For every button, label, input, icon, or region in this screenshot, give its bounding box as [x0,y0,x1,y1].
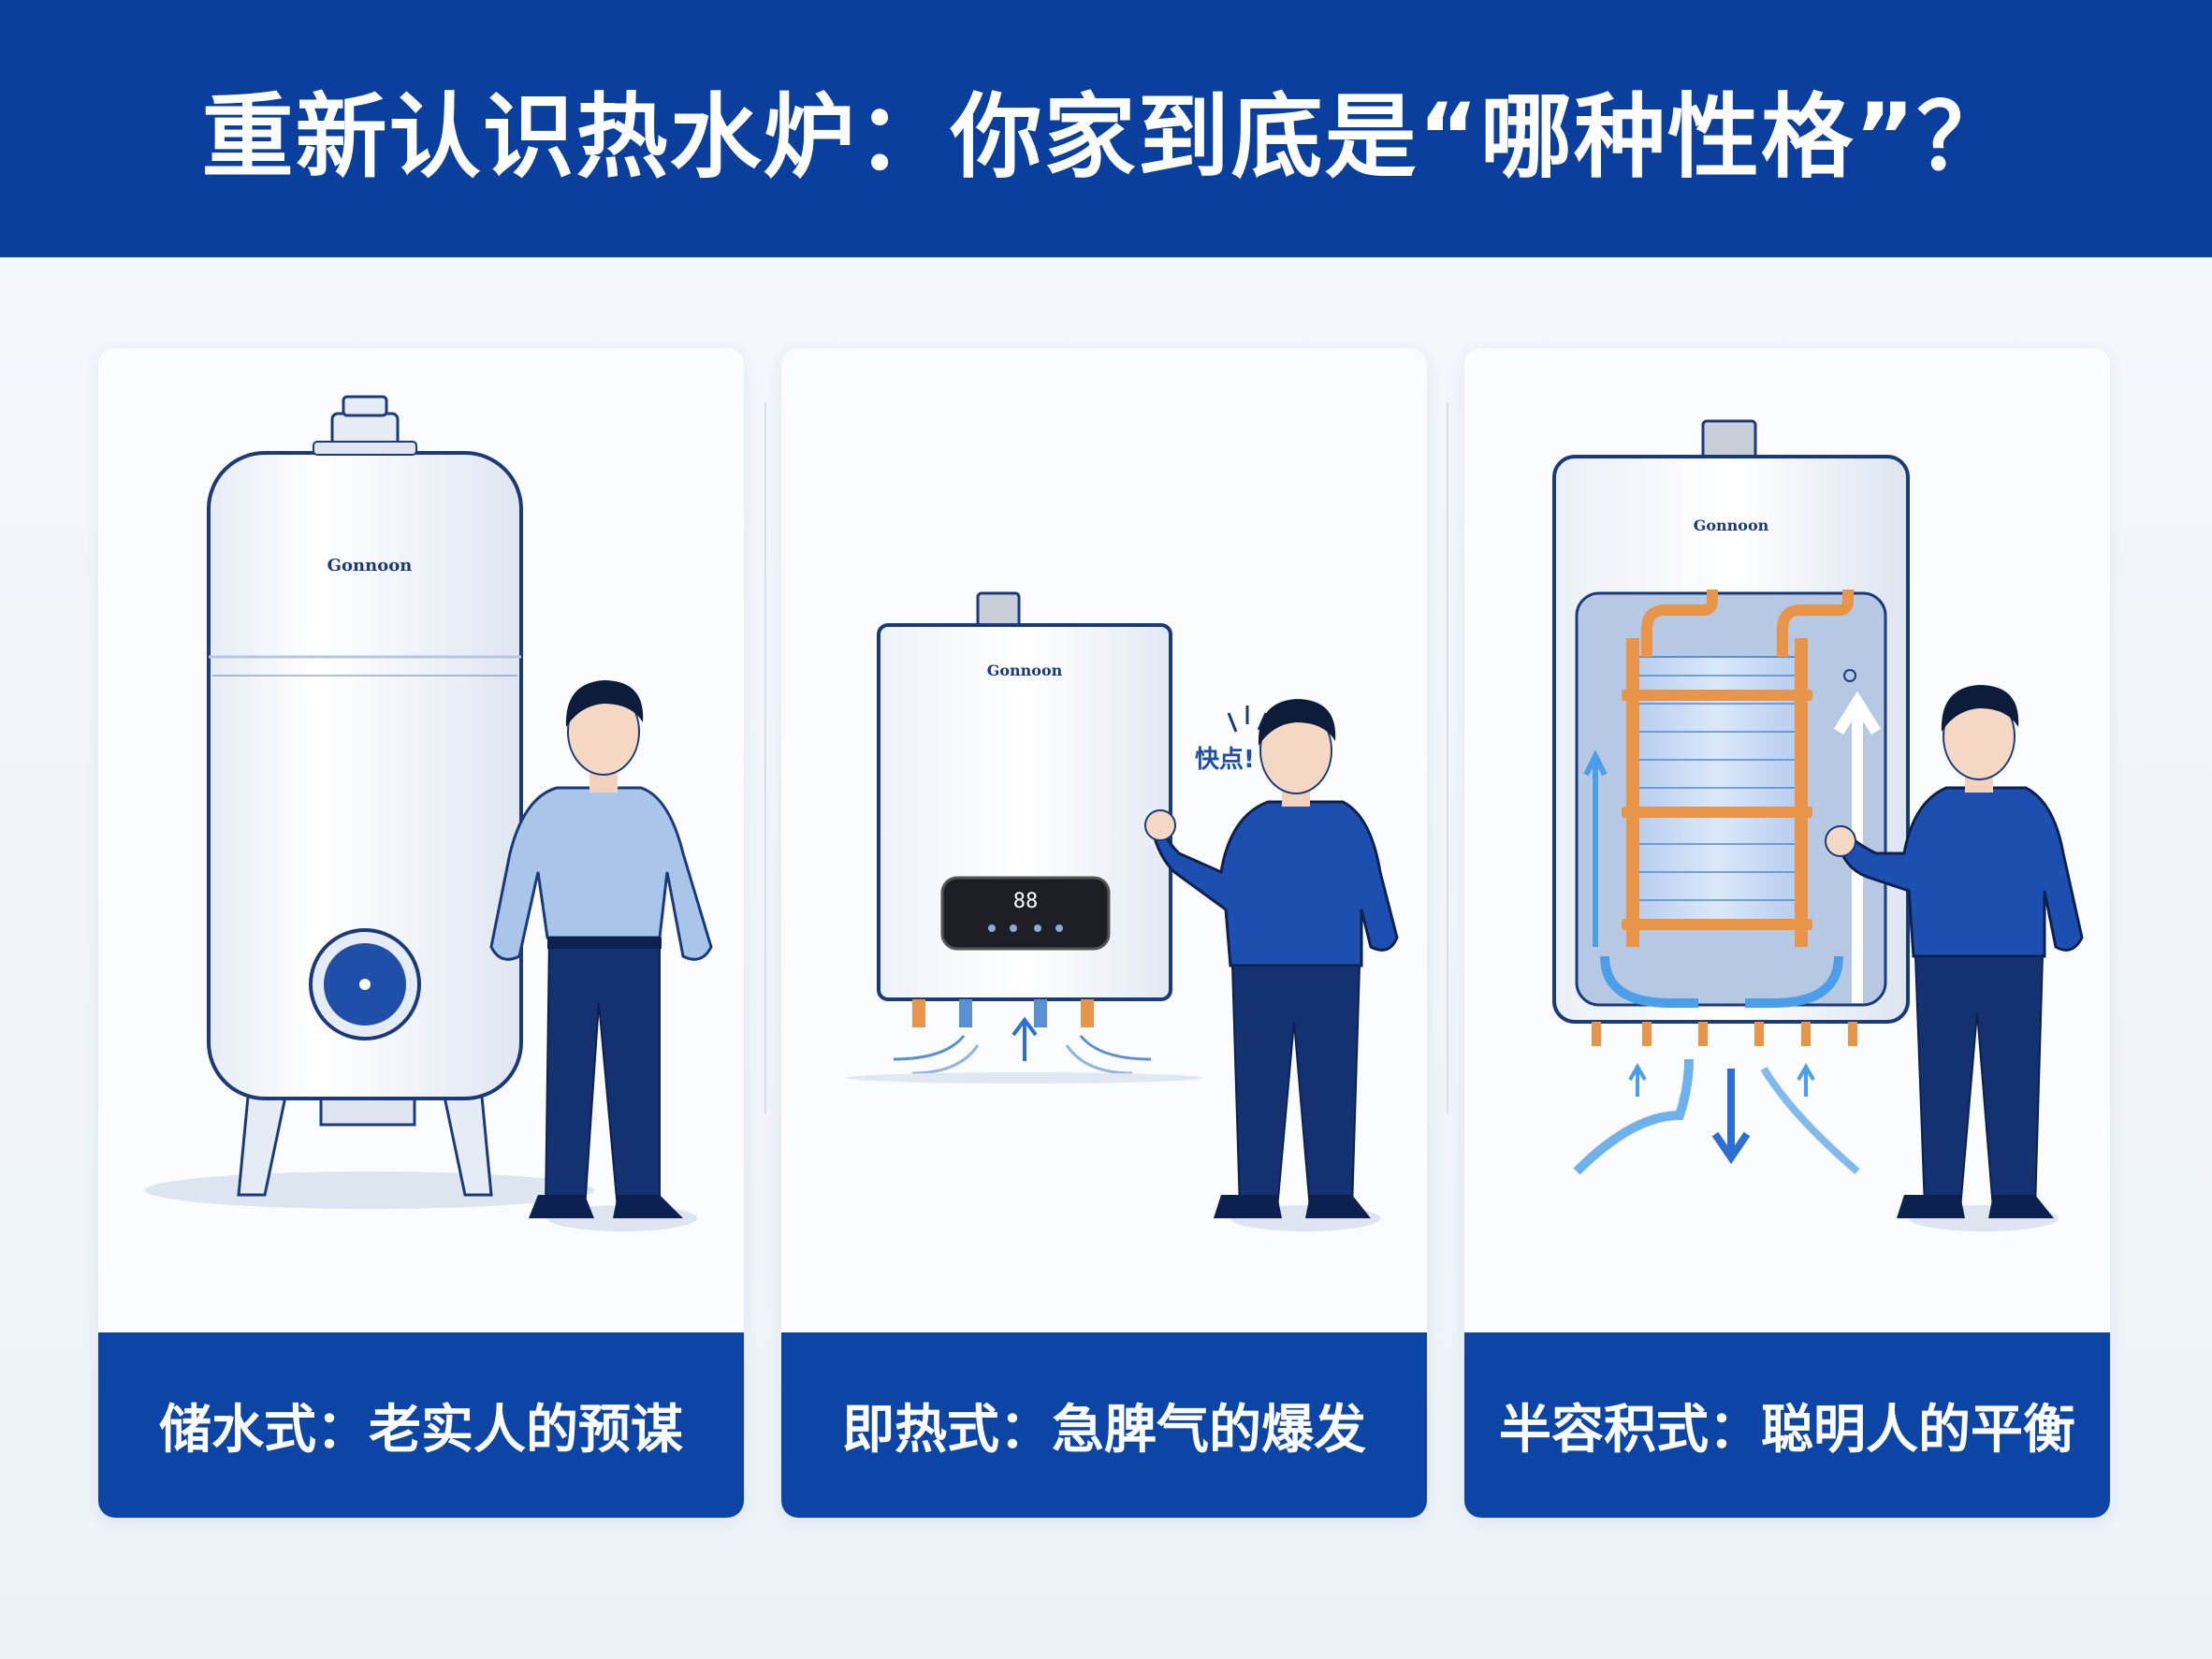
tank-icon [207,395,523,1100]
exclaim-bubble: 快点! [1195,745,1255,774]
person-icon [1825,685,2084,1231]
semi-heater-illustration: Gonnoon [1552,419,2084,1231]
wall-heater-icon: 88 [847,591,1202,1084]
caption-semi: 半容积式：聪明人的平衡 [1464,1332,2110,1518]
person-icon [489,680,713,1231]
title-banner: 重新认识热水炉：你家到底是“哪种性格”？ [0,0,2212,257]
brand-logo: Gonnoon [987,662,1063,679]
card-storage: Gonnoon 储水式：老实人的预谋 [98,348,744,1518]
instant-heater-illustration: 88 Gonnoon 快点! [847,591,1399,1231]
storage-heater-illustration: Gonnoon [145,395,713,1231]
person-icon [1144,699,1399,1231]
caption-storage: 储水式：老实人的预谋 [98,1332,744,1518]
divider [764,402,766,1113]
divider [1447,402,1448,1113]
semi-heater-icon [1552,419,1910,1175]
page-title: 重新认识热水炉：你家到底是“哪种性格”？ [201,83,2011,191]
svg-text:88: 88 [1013,890,1039,913]
caption-instant: 即热式：急脾气的爆发 [781,1332,1427,1518]
card-instant: 88 Gonnoon 快点! [781,348,1427,1518]
card-semi: Gonnoon 半容积式：聪明人的平衡 [1464,348,2110,1518]
brand-logo: Gonnoon [327,556,413,575]
brand-logo: Gonnoon [1694,517,1769,534]
